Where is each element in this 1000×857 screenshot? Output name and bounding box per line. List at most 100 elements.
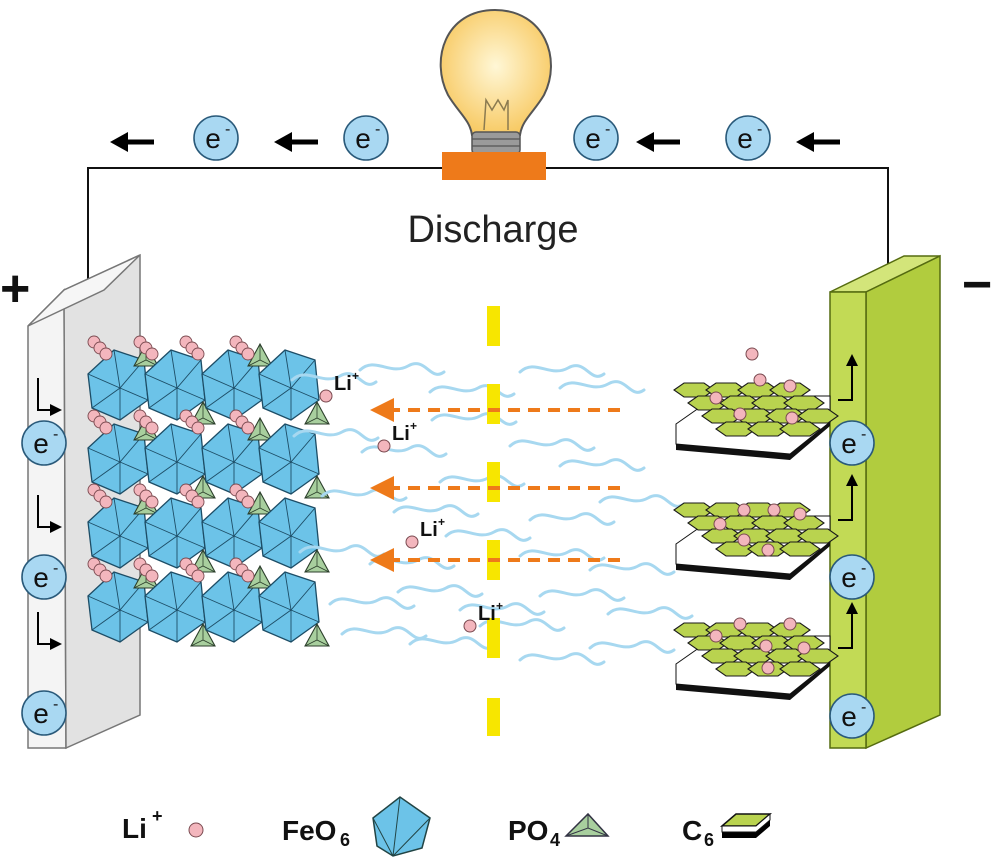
electron-charge: - <box>605 121 610 138</box>
electron-charge: - <box>53 560 58 577</box>
electron-icon: e- <box>829 554 875 600</box>
arrow-left-icon <box>370 548 394 572</box>
electron-icon: e- <box>21 420 67 466</box>
lithium-ion-icon <box>191 495 205 509</box>
electrolyte-wave <box>358 362 446 376</box>
arrow-left-icon <box>796 132 840 152</box>
electrolyte-wave <box>508 438 596 452</box>
lithium-ion-icon <box>753 373 767 387</box>
electrolyte-wave <box>538 588 626 602</box>
electrolyte-wave <box>408 636 496 650</box>
electrolyte-wave <box>518 364 606 378</box>
positive-terminal-label: + <box>0 260 30 318</box>
lithium-ion-icon <box>709 629 723 643</box>
lithium-ion-icon <box>99 421 113 435</box>
legend-po4-sub: 4 <box>550 830 560 850</box>
legend-feo6: FeO 6 <box>282 796 431 857</box>
arrow-left-icon <box>370 476 394 500</box>
lithium-ion-icon <box>797 641 811 655</box>
lithium-ion-icon <box>783 379 797 393</box>
electron-icon: e- <box>21 690 67 736</box>
lithium-ion-icon <box>737 503 751 517</box>
electron-charge: - <box>53 696 58 713</box>
electrolyte-wave <box>320 488 408 502</box>
legend: Li + FeO 6 PO 4 C 6 <box>122 796 773 857</box>
lithium-ion-icon <box>191 569 205 583</box>
lithium-ion-icon <box>761 543 775 557</box>
lithium-ion-icon <box>377 439 391 453</box>
lithium-ion-icon <box>191 347 205 361</box>
electron-charge: - <box>53 426 58 443</box>
electron-label: e <box>585 123 601 154</box>
separator-dash <box>487 698 500 736</box>
electron-label: e <box>205 123 221 154</box>
electrolyte-wave <box>328 596 416 610</box>
electron-charge: - <box>375 121 380 138</box>
page-title: Discharge <box>407 209 578 251</box>
bulb-base <box>442 152 546 180</box>
lithium-ion-icon <box>463 619 477 633</box>
electron-charge: - <box>757 121 762 138</box>
collector-electrons: e-e-e-e-e-e- <box>21 420 875 739</box>
graphite-stack <box>673 373 839 460</box>
electron-icon: e- <box>573 115 619 161</box>
electrolyte-wave <box>298 544 386 558</box>
anode-electron-arrow <box>838 474 858 521</box>
li-ion-migration-arrows <box>370 398 620 572</box>
anode-electron-arrow <box>838 354 858 401</box>
electrolyte <box>290 362 694 666</box>
lithium-ion-icon <box>145 569 159 583</box>
separator-dash <box>487 384 500 424</box>
electron-label: e <box>33 698 49 729</box>
electrolyte-wave <box>290 372 378 386</box>
legend-c6-sub: 6 <box>704 830 714 850</box>
cathode-electron-arrow <box>37 495 62 533</box>
po4-tetrahedron-icon <box>564 812 610 837</box>
lithium-ion-icon <box>783 617 797 631</box>
lithium-ion-icon <box>99 569 113 583</box>
electrolyte-wave <box>428 384 516 398</box>
electrolyte-wave <box>396 584 484 598</box>
electron-icon: e- <box>725 115 771 161</box>
anode-electron-arrow <box>838 602 858 649</box>
electrolyte-wave <box>340 626 428 640</box>
electrolyte-wave <box>360 444 448 458</box>
electron-icon: e- <box>343 115 389 161</box>
lithium-ion-label: Li <box>392 423 410 445</box>
electrolyte-wave <box>598 494 686 508</box>
separator <box>487 306 500 736</box>
lithium-ion-icon <box>319 389 333 403</box>
lithium-ion-icon <box>713 517 727 531</box>
cathode-electron-arrow <box>37 378 62 416</box>
electron-icon: e- <box>829 693 875 739</box>
wire-electron-flow: e-e-e-e- <box>110 115 840 161</box>
lithium-ion-icon <box>759 639 773 653</box>
lithium-ion-label: Li <box>334 373 352 395</box>
electrolyte-wave <box>458 602 546 616</box>
lithium-ion-icon <box>145 495 159 509</box>
lithium-ion-charge: + <box>352 369 359 383</box>
electron-label: e <box>737 123 753 154</box>
legend-li-charge: + <box>152 806 163 826</box>
lithium-ion-icon <box>745 347 759 361</box>
lithium-ion-icon <box>99 495 113 509</box>
lithium-ion-label: Li <box>478 603 496 625</box>
arrow-left-icon <box>370 398 394 422</box>
electron-charge: - <box>861 699 866 716</box>
electron-label: e <box>33 428 49 459</box>
lithium-ion-icon <box>191 421 205 435</box>
electron-icon: e- <box>193 115 239 161</box>
lithium-ion-icon <box>733 617 747 631</box>
legend-feo6-sub: 6 <box>340 830 350 850</box>
electron-label: e <box>841 562 857 593</box>
lithium-ion-icon <box>188 822 204 838</box>
legend-po4-label: PO <box>508 815 548 846</box>
negative-terminal-label: − <box>962 256 992 314</box>
electrolyte-wave <box>392 504 480 518</box>
electrolyte-wave <box>292 428 380 442</box>
electron-icon: e- <box>21 554 67 600</box>
cathode-electron-arrow <box>37 612 62 650</box>
electrolyte-wave <box>430 412 518 426</box>
electrolyte-wave <box>438 474 526 488</box>
lithium-ion-icon <box>405 535 419 549</box>
